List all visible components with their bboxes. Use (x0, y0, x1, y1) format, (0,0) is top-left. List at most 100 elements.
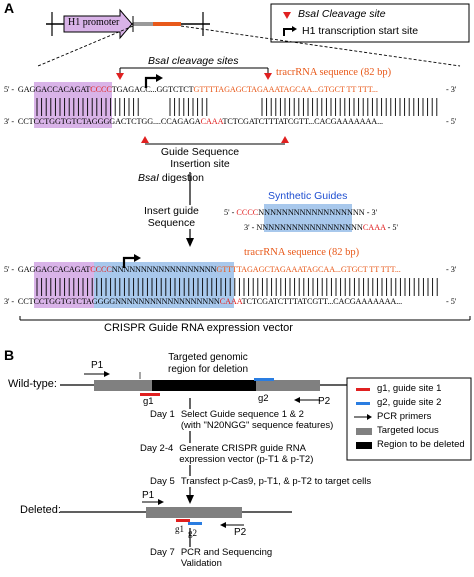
del-g2-label: g2 (188, 528, 197, 538)
syn-top-5prime: 5' - (224, 208, 235, 217)
syn-bot-3prime: 3' - (244, 223, 255, 232)
seq1-purple-box (34, 82, 112, 128)
seq1-top-3prime: - 3' (446, 85, 457, 94)
panel-a-label: A (4, 0, 15, 16)
h1-promoter-label: H1 promoter (68, 17, 120, 28)
seq2-bot-rest-seq: TCTCGATCTTTATCGTT...CACGAAAAAAA... (241, 297, 403, 306)
cleavage-triangle-bottom-left (141, 136, 149, 143)
synthetic-guides-title: Synthetic Guides (268, 190, 348, 202)
syn-top-overhang: CCCC (236, 208, 259, 217)
step-1-day: Day 1 (150, 409, 175, 420)
step-4-text: PCR and Sequencing Validation (180, 547, 273, 569)
guide-insertion-label: Guide Sequence Insertion site (150, 146, 250, 170)
seq2-top-purple-seq: GAGGACCACAGAT (17, 265, 91, 274)
seq2-top-5prime: 5' - (4, 265, 14, 274)
legend-g2-label: g2, guide site 2 (377, 397, 442, 408)
vector-label: CRISPR Guide RNA expression vector (104, 322, 293, 334)
seq2-top-overhang: CCCC (90, 265, 112, 274)
zoom-line-left (37, 25, 134, 67)
step-2-text: Generate CRISPR guide RNA expression vec… (179, 443, 314, 465)
legend-cleavage-text: BsaI Cleavage site (298, 8, 386, 20)
del-p1-label: P1 (142, 490, 155, 501)
step-3: Day 5 Transfect p-Cas9, p-T1, & p-T2 to … (150, 476, 372, 487)
seq1-top-overhang: CCCC (90, 85, 112, 94)
seq1-base-pair-marks (36, 98, 438, 116)
wildtype-label: Wild-type: (8, 378, 57, 390)
tss-arrow-1-stem (144, 76, 157, 88)
seq2-top-tracr-seq: GTTTTAGAGCTAGAAATAGCAA...GTGCT TT TTT... (216, 265, 401, 274)
legend-g2-swatch (356, 402, 370, 405)
seq1-bot-mid-seq: GACTCTGG....CCAGAGA (109, 117, 201, 126)
guide-insertion-line1: Guide Sequence (160, 146, 240, 158)
seq1-bot-rest-seq: TCTCGATCTTTATCGTT...CACGAAAAAAA... (222, 117, 384, 126)
legend-locus-label: Targeted locus (377, 425, 439, 436)
seq2-bot-purple-seq: CCTCCTGGTGTCTAGGGG (17, 297, 116, 306)
seq1-top-tracr-seq: GTTTTAGAGCTAGAAATAGCAA...GTGCT TT TTT... (193, 85, 378, 94)
wt-g1-mark (140, 393, 160, 396)
seq2-top-3prime: - 3' (446, 265, 457, 274)
bsai-cleavage-sites-label: BsaI cleavage sites (148, 55, 239, 67)
step-1: Day 1 Select Guide sequence 1 & 2 (with … (150, 409, 334, 431)
deleted-label: Deleted: (20, 504, 61, 516)
del-p2-label: P2 (234, 527, 247, 538)
syn-bot-5prime: - 5' (387, 223, 398, 232)
syn-top-n: NNNNNNNNNNNNNNNNNN (258, 208, 365, 217)
legend-locus-swatch (356, 428, 372, 435)
cleavage-triangle-top-left (116, 73, 124, 80)
seq2-top-n: NNNNNNNNNNNNNNNNNN (111, 265, 217, 274)
seq2-bottom-row: 3' - CCTCCTGGTGTCTAGGGGNNNNNNNNNNNNNNNNN… (4, 297, 402, 306)
seq2-bot-n: NNNNNNNNNNNNNNNNNN (115, 297, 220, 306)
bsai-digestion-label: BsaI digestion (138, 172, 204, 184)
wt-g2-label: g2 (258, 393, 269, 404)
legend-region-swatch (356, 442, 372, 449)
seq1-top-purple-seq: GAGGACCACAGAT (17, 85, 91, 94)
tss-arrow-2-stem (122, 256, 135, 268)
legend-tss-arrow-stem (283, 28, 293, 36)
cleavage-triangle-top-right (264, 73, 272, 80)
seq2-base-pair-marks (36, 278, 438, 296)
gray-segment (133, 22, 153, 26)
seq2-bot-overhang: CAAA (219, 297, 242, 306)
step-1-text: Select Guide sequence 1 & 2 (with "N20NG… (180, 409, 334, 431)
wt-region-deleted (152, 380, 256, 391)
del-targeted-locus (146, 507, 242, 518)
synthetic-guides-box (264, 204, 352, 232)
tracr-top-label: tracrRNA sequence (82 bp) (276, 67, 392, 78)
legend-tss-text: H1 transcription start site (302, 25, 419, 37)
wt-g1-label: g1 (143, 396, 154, 407)
h1-promoter-arrow (63, 8, 133, 40)
seq2-blue-box (94, 262, 234, 308)
syn-bot-row: 3' - NNNNNNNNNNNNNNNNNNCAAA - 5' (244, 223, 398, 232)
tracr-bottom-label: tracrRNA sequence (82 bp) (244, 247, 360, 258)
seq1-bottom-row: 3' - CCTCCTGGTGTCTAGGGGACTCTGG....CCAGAG… (4, 117, 383, 126)
wt-p1-label: P1 (91, 360, 104, 371)
tss-arrow-2-head (134, 254, 141, 262)
seq1-top-mid-seq: TGAGACC...GGTCTCT (111, 85, 194, 94)
legend-a-box (270, 3, 470, 43)
step-3-day: Day 5 (150, 476, 175, 487)
legend-cleavage-label: BsaI Cleavage site (298, 8, 386, 20)
seq1-bot-purple-seq: CCTCCTGGTGTCTAGGG (17, 117, 110, 126)
legend-region-label: Region to be deleted (377, 439, 465, 450)
panel-b-label: B (4, 347, 15, 363)
orange-segment (153, 22, 181, 26)
seq1-top-5prime: 5' - (4, 85, 14, 94)
cleavage-triangle-bottom-right (281, 136, 289, 143)
wt-g2-mark (254, 378, 274, 381)
seq1-top-row: 5' - GAGGACCACAGATCCCCTGAGACC...GGTCTCTG… (4, 85, 378, 94)
legend-cleavage-triangle (283, 12, 291, 19)
step-2: Day 2-4 Generate CRISPR guide RNA expres… (140, 443, 314, 465)
legend-primers-label: PCR primers (377, 411, 432, 422)
step-4: Day 7 PCR and Sequencing Validation (150, 547, 273, 569)
seq1-bot-overhang: CAAA (200, 117, 223, 126)
syn-top-3prime: - 3' (366, 208, 378, 217)
seq2-purple-box (34, 262, 94, 308)
seq1-bot-3prime: 3' - (4, 117, 14, 126)
del-g1-mark (176, 519, 190, 522)
seq2-top-row: 5' - GAGGACCACAGATCCCCNNNNNNNNNNNNNNNNNN… (4, 265, 401, 274)
step-4-day: Day 7 (150, 547, 175, 558)
step-2-day: Day 2-4 (140, 443, 174, 454)
